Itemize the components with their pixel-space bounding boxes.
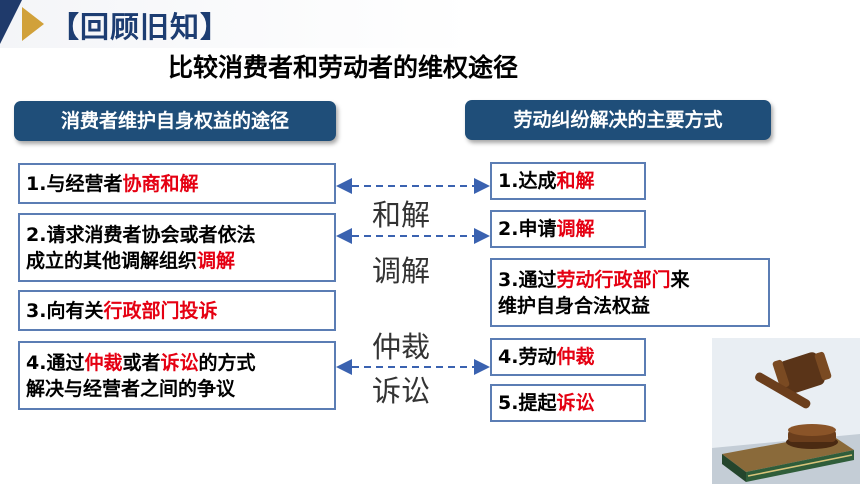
item-text: 2.申请	[498, 218, 557, 240]
item-text: 或者	[122, 351, 161, 374]
highlight-text: 仲裁	[556, 346, 595, 368]
consumer-item-1: 1.与经营者协商和解	[18, 163, 336, 204]
consumer-item-3: 3.向有关行政部门投诉	[18, 290, 336, 331]
item-line: 4.劳动仲裁	[498, 344, 638, 370]
highlight-text: 调解	[197, 249, 236, 272]
item-text: 的方式	[198, 351, 256, 374]
item-line: 1.与经营者协商和解	[26, 171, 328, 197]
consumer-item-2: 2.请求消费者协会或者依法成立的其他调解组织调解	[18, 213, 336, 282]
item-text: 维护自身合法权益	[498, 294, 651, 317]
item-text: 1.与经营者	[26, 172, 123, 195]
corner-decoration	[0, 0, 22, 44]
item-text: 1.达成	[498, 170, 557, 192]
consumer-item-4: 4.通过仲裁或者诉讼的方式解决与经营者之间的争议	[18, 341, 336, 410]
gavel-icon	[712, 338, 860, 484]
item-line: 4.通过仲裁或者诉讼的方式	[26, 350, 328, 376]
labor-item-4: 4.劳动仲裁	[490, 338, 646, 376]
labor-item-3: 3.通过劳动行政部门来维护自身合法权益	[490, 258, 770, 327]
highlight-text: 诉讼	[160, 351, 199, 374]
header-band	[0, 0, 860, 48]
item-text: 4.通过	[26, 351, 85, 374]
labor-item-5: 5.提起诉讼	[490, 384, 646, 422]
left-column-heading: 消费者维护自身权益的途径	[14, 101, 336, 141]
chevron-right-icon	[22, 7, 44, 41]
item-text: 4.劳动	[498, 346, 557, 368]
item-text: 2.请求消费者协会或者依法	[26, 223, 256, 246]
right-column-heading: 劳动纠纷解决的主要方式	[465, 100, 771, 140]
label-arbitrate: 仲裁	[372, 330, 431, 364]
item-line: 3.通过劳动行政部门来	[498, 267, 762, 293]
item-line: 2.请求消费者协会或者依法	[26, 222, 328, 248]
highlight-text: 劳动行政部门	[556, 268, 671, 291]
item-line: 2.申请调解	[498, 216, 638, 242]
label-mediate: 调解	[372, 254, 431, 288]
label-litigate: 诉讼	[372, 374, 431, 408]
highlight-text: 协商和解	[122, 172, 199, 195]
item-text: 5.提起	[498, 392, 557, 414]
item-text: 成立的其他调解组织	[26, 249, 198, 272]
highlight-text: 调解	[556, 218, 595, 240]
item-text: 来	[670, 268, 690, 291]
highlight-text: 行政部门投诉	[103, 299, 218, 322]
highlight-text: 诉讼	[556, 392, 595, 414]
item-text: 3.向有关	[26, 299, 104, 322]
highlight-text: 仲裁	[84, 351, 123, 374]
item-text: 解决与经营者之间的争议	[26, 377, 236, 400]
item-line: 维护自身合法权益	[498, 293, 762, 319]
labor-item-1: 1.达成和解	[490, 162, 646, 200]
label-reconcile: 和解	[372, 198, 431, 232]
page-title: 比较消费者和劳动者的维权途径	[168, 53, 519, 82]
item-line: 成立的其他调解组织调解	[26, 248, 328, 274]
item-line: 5.提起诉讼	[498, 390, 638, 416]
labor-item-2: 2.申请调解	[490, 210, 646, 248]
section-title: 【回顾旧知】	[50, 10, 231, 44]
item-line: 3.向有关行政部门投诉	[26, 298, 328, 324]
highlight-text: 和解	[556, 170, 595, 192]
item-line: 解决与经营者之间的争议	[26, 376, 328, 402]
item-line: 1.达成和解	[498, 168, 638, 194]
item-text: 3.通过	[498, 268, 557, 291]
